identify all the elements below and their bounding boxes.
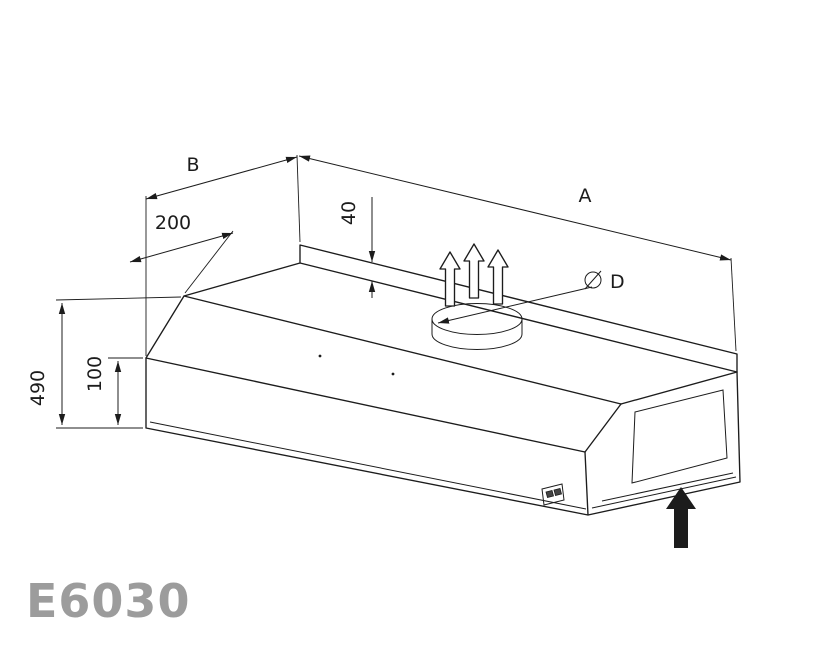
duct-collar <box>431 303 523 350</box>
bottom-rim-right-line <box>591 476 737 509</box>
duct-diameter-callout: D <box>437 270 625 324</box>
dimension-total-height-490: 490 <box>27 296 182 429</box>
dim-label-length: A <box>579 185 592 207</box>
hood-outline <box>145 244 741 516</box>
extension-line <box>296 154 301 243</box>
front-right-slope-edge <box>584 403 622 453</box>
dimension-rear-offset-200: 200 <box>129 212 234 294</box>
dimension-front-band-100: 100 <box>84 356 143 425</box>
diameter-symbol-icon <box>584 270 602 290</box>
dimension-line <box>129 232 234 263</box>
bottom-rim-front-line <box>149 421 587 510</box>
switch-button <box>545 490 554 498</box>
up-arrow-icon <box>439 251 461 307</box>
exhaust-airflow-arrows-icon <box>439 243 509 307</box>
front-band-top-edge <box>145 357 586 453</box>
extension-line <box>730 257 737 352</box>
dim-label-front-band: 100 <box>84 356 106 392</box>
dim-label-depth: B <box>186 154 199 176</box>
dim-label-total-height: 490 <box>27 370 49 406</box>
dimension-upstand-40: 40 <box>338 197 376 298</box>
dimension-length-A: A <box>298 155 737 352</box>
air-intake-arrow-icon <box>666 487 696 548</box>
front-right-vertical-edge <box>584 451 589 516</box>
filter-hatch-area <box>631 389 728 484</box>
dim-label-upstand: 40 <box>338 201 360 225</box>
dimension-line <box>145 156 298 200</box>
extension-line <box>55 296 182 301</box>
top-right-edge <box>620 371 738 405</box>
fastener-dot <box>391 372 395 376</box>
dimension-line <box>298 155 732 261</box>
baffle-filter-opening <box>631 389 728 484</box>
up-arrow-icon <box>487 249 509 305</box>
collar-top-rim <box>431 303 523 335</box>
diameter-symbol-slash <box>584 270 602 290</box>
dim-label-duct-diameter: D <box>610 271 625 293</box>
grease-gutter-line <box>601 472 734 502</box>
fastener-dot <box>318 354 322 358</box>
leader-line <box>437 286 593 324</box>
top-back-edge <box>299 262 738 373</box>
switch-box <box>541 483 565 506</box>
hood-body <box>145 244 741 516</box>
diameter-symbol-circle <box>584 271 602 289</box>
dimension-depth-B: B <box>145 154 301 356</box>
dim-label-rear-offset: 200 <box>155 212 191 234</box>
model-code: E6030 <box>26 574 191 628</box>
collar-base-arc <box>431 333 523 350</box>
switch-housing <box>541 483 565 506</box>
top-front-edge <box>183 295 622 405</box>
switch-button <box>553 488 562 496</box>
